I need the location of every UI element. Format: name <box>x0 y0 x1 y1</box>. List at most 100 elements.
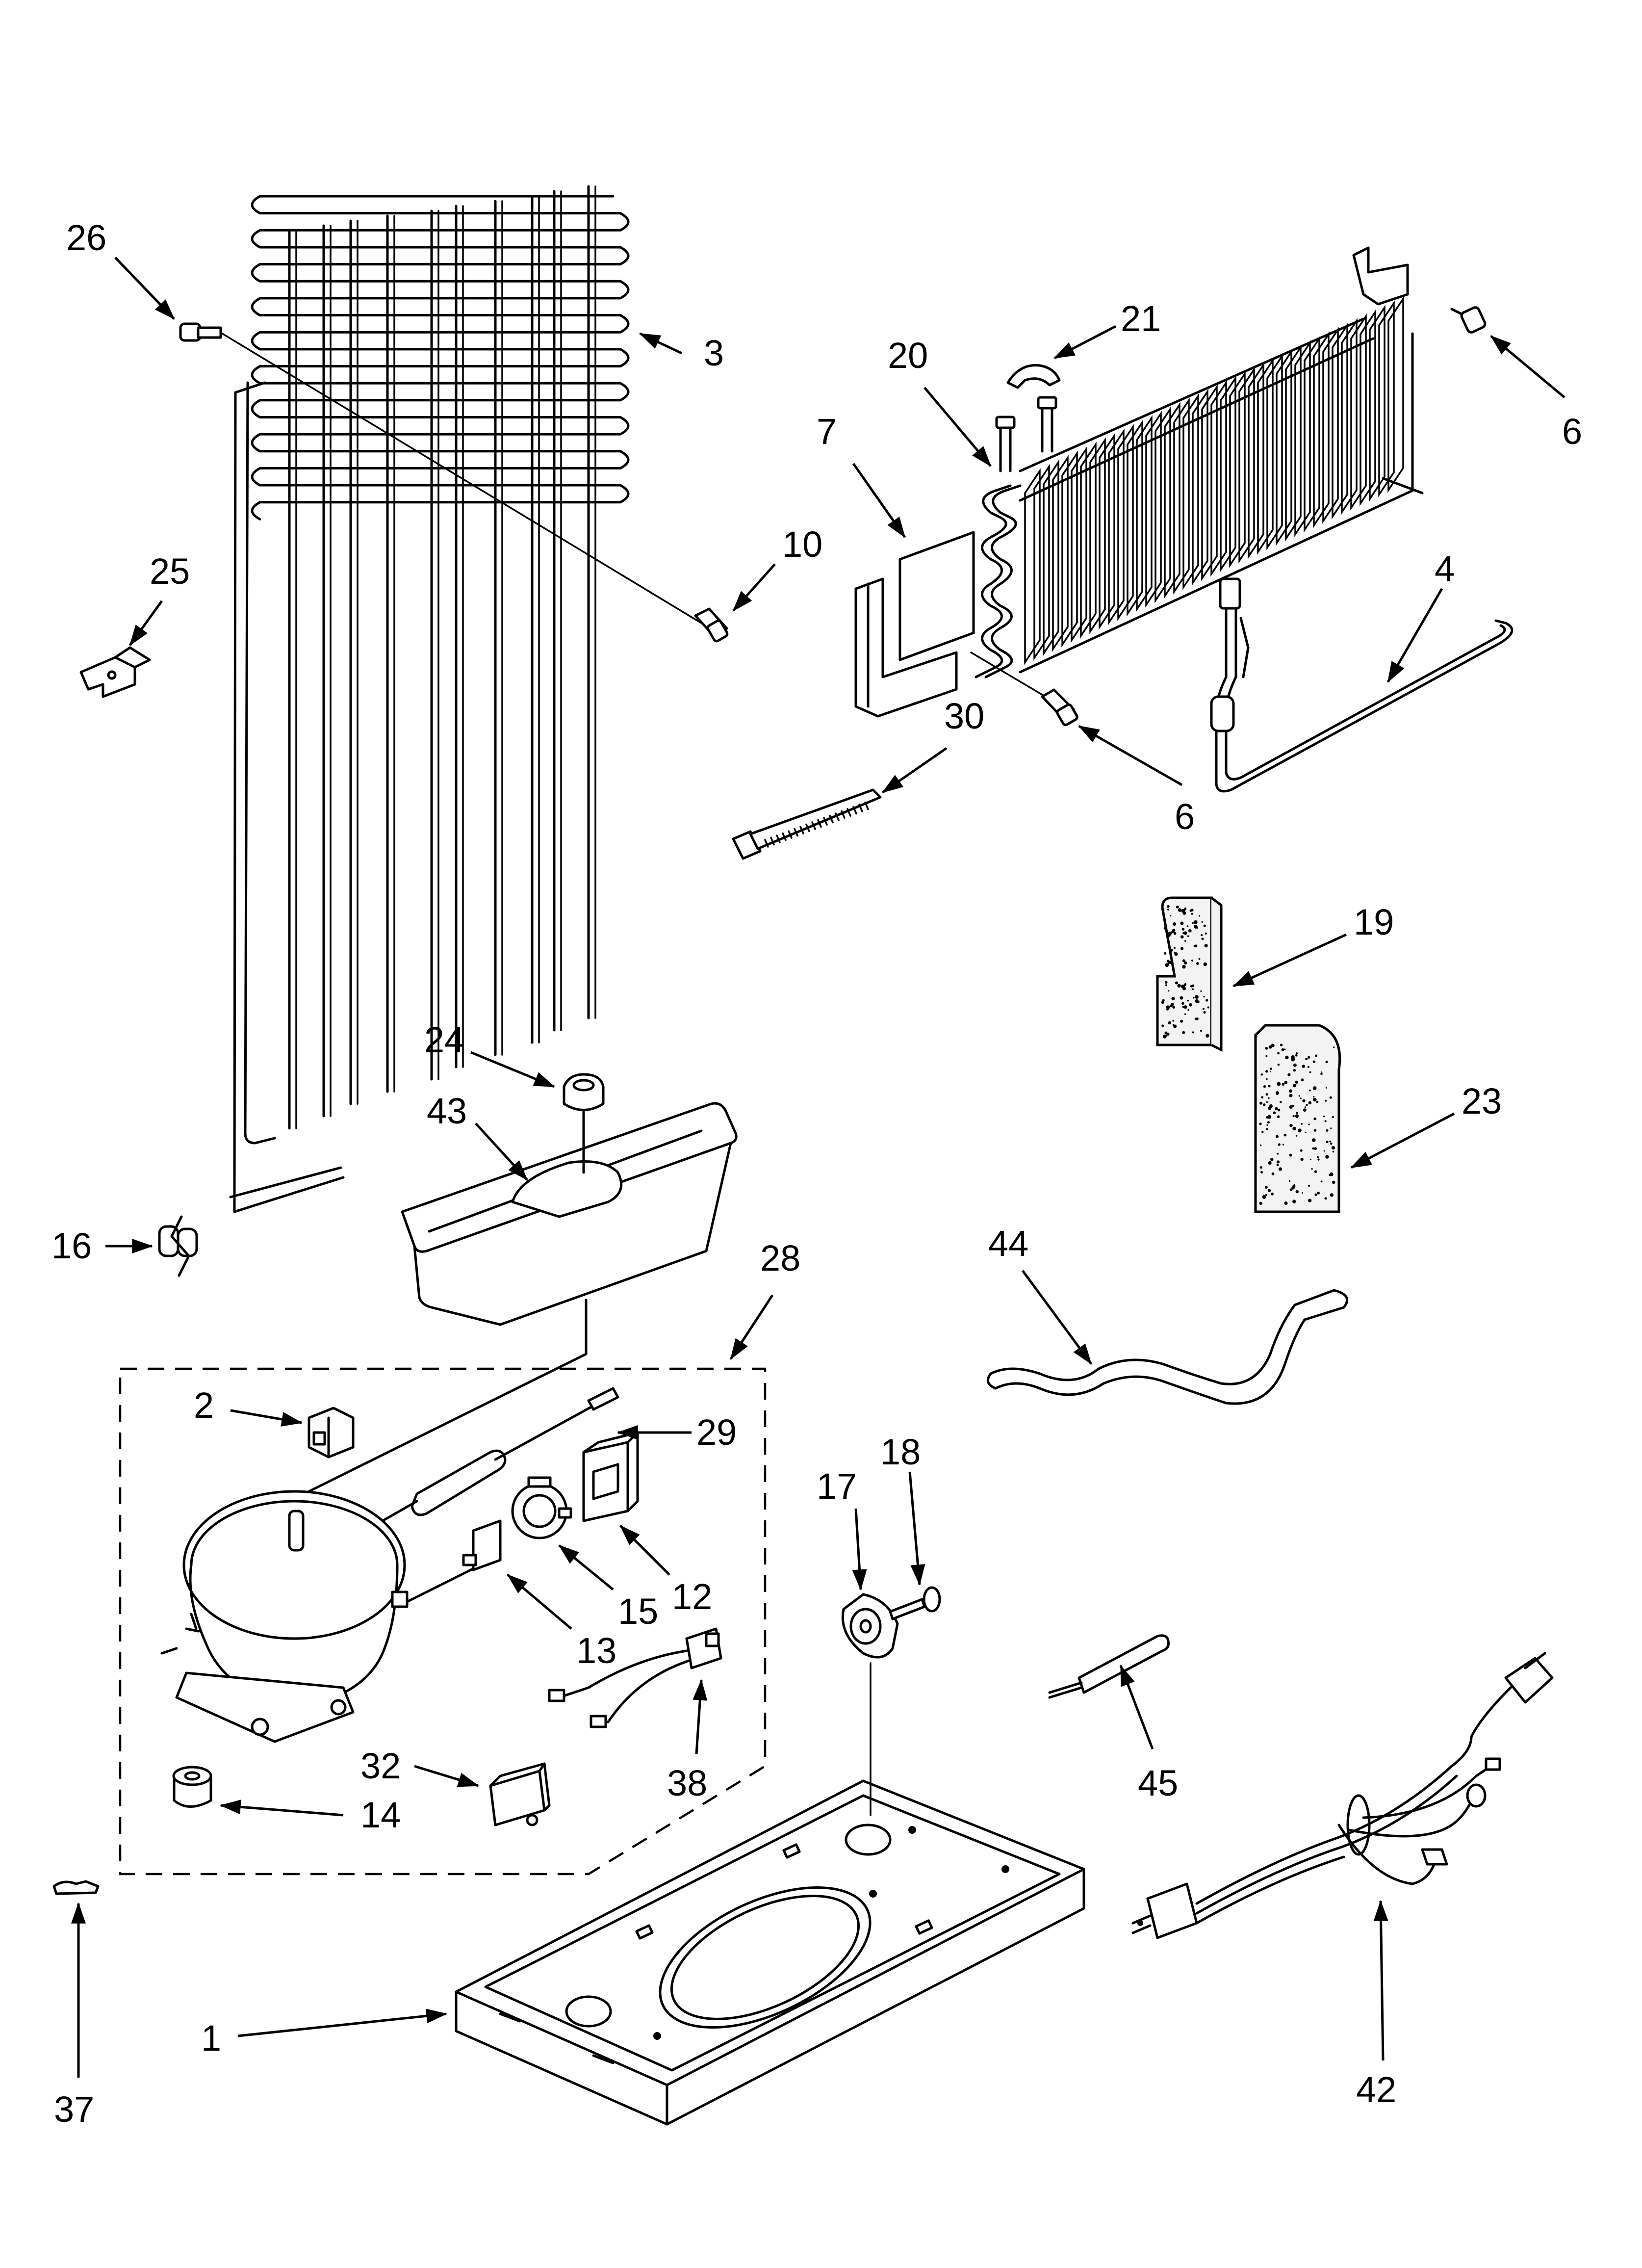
foam-texture-dot <box>1193 920 1198 924</box>
bracket-25-part[interactable] <box>79 646 151 698</box>
foam-texture-dot <box>1265 1194 1267 1196</box>
foam-texture-dot <box>1191 912 1193 915</box>
callout-17: 17 <box>817 1466 857 1507</box>
insulation-19-part[interactable] <box>1156 896 1223 1052</box>
foam-texture-dot <box>1320 1180 1323 1183</box>
tie-tooth <box>776 834 781 843</box>
screw-6-bottom-part[interactable] <box>970 652 1078 727</box>
foam-texture-dot <box>1325 1087 1327 1089</box>
foam-texture-dot <box>1270 1158 1274 1161</box>
foam-texture-dot <box>1194 925 1198 929</box>
callout-32: 32 <box>360 1746 401 1786</box>
capacitor-32-part[interactable] <box>489 1762 551 1826</box>
foam-texture-dot <box>1259 1144 1262 1147</box>
foam-texture-dot <box>1293 1069 1296 1072</box>
screw-26-part[interactable] <box>179 322 702 624</box>
foam-texture-dot <box>1265 1047 1268 1050</box>
callout-19: 19 <box>1354 902 1394 942</box>
foam-texture-dot <box>1308 1199 1312 1202</box>
callout-16: 16 <box>51 1225 92 1266</box>
tube-45-part[interactable] <box>1048 1634 1170 1699</box>
evaporator-fin <box>1099 433 1115 630</box>
foam-texture-dot <box>1260 1073 1263 1076</box>
defrost-heater-4-part[interactable] <box>1210 577 1514 793</box>
foam-texture-dot <box>1184 1013 1186 1016</box>
tie-tooth <box>817 819 822 828</box>
foam-texture-dot <box>1305 1058 1308 1060</box>
foam-texture-dot <box>1268 1161 1272 1165</box>
foam-texture-dot <box>1300 1157 1304 1161</box>
callout-1: 1 <box>201 2018 221 2059</box>
callout-23: 23 <box>1462 1081 1502 1121</box>
screw-10-part[interactable] <box>694 607 729 643</box>
foam-texture-dot <box>1280 1043 1283 1046</box>
callout-45: 45 <box>1138 1763 1178 1803</box>
wire-harness-38-part[interactable] <box>548 1627 722 1728</box>
foam-texture-dot <box>1312 1086 1317 1090</box>
overload-13-part[interactable] <box>462 1519 502 1571</box>
foam-texture-dot <box>1285 1055 1289 1060</box>
foam-texture-dot <box>1192 922 1194 924</box>
evaporator-fin <box>1052 455 1069 652</box>
clip-16-part[interactable] <box>158 1215 198 1277</box>
foam-texture-dot <box>1331 1146 1335 1150</box>
foam-texture-dot <box>1289 1094 1293 1097</box>
clip-21-part[interactable] <box>1006 364 1061 389</box>
foam-texture-dot <box>1265 1093 1268 1096</box>
foam-texture-dot <box>1199 915 1201 917</box>
foam-texture-dot <box>1201 921 1203 923</box>
screw-6-top-part[interactable] <box>1450 306 1487 334</box>
relay-2-part[interactable] <box>308 1407 355 1459</box>
base-pan-1-part[interactable] <box>455 1779 1085 2126</box>
foam-texture-dot <box>1268 1097 1270 1099</box>
insulation-23-part[interactable] <box>1254 1024 1341 1213</box>
callout-2: 2 <box>194 1385 214 1426</box>
filter-drier-29-part[interactable] <box>381 1387 619 1522</box>
callout-37: 37 <box>54 2089 94 2130</box>
clip-37-part[interactable] <box>52 1880 100 1895</box>
foam-texture-dot <box>1264 1186 1268 1189</box>
evaporator-fin <box>1071 446 1087 643</box>
foam-texture-dot <box>1308 1089 1311 1092</box>
drain-pan-43-part[interactable] <box>401 1102 738 1326</box>
cable-tie-30-part[interactable] <box>732 788 882 860</box>
ferrule-24-part[interactable] <box>563 1073 605 1111</box>
foam-texture-dot <box>1168 931 1172 936</box>
foam-texture-dot <box>1166 1032 1170 1036</box>
foam-texture-dot <box>1165 981 1168 984</box>
foam-texture-dot <box>1301 1122 1303 1125</box>
grommet-17-part[interactable] <box>841 1593 899 1659</box>
foam-texture-dot <box>1329 1096 1332 1099</box>
foam-texture-dot <box>1330 1127 1332 1129</box>
foam-texture-dot <box>1182 932 1185 935</box>
relay-cover-12-part[interactable] <box>582 1431 639 1522</box>
power-cord-42-part[interactable] <box>1131 1652 1554 1939</box>
foam-texture-dot <box>1174 947 1176 949</box>
callout-25: 25 <box>150 551 190 592</box>
evaporator-fin <box>1192 389 1208 586</box>
condenser-coil[interactable] <box>229 185 630 1213</box>
foam-texture-dot <box>1263 1103 1266 1106</box>
callout-44: 44 <box>988 1223 1028 1264</box>
foam-texture-dot <box>1171 1003 1174 1006</box>
foam-texture-dot <box>1309 1158 1311 1160</box>
foam-texture-dot <box>1168 990 1170 992</box>
foam-texture-dot <box>1162 999 1165 1002</box>
relay-15-part[interactable] <box>511 1476 572 1539</box>
foam-texture-dot <box>1267 1115 1272 1119</box>
bolt-18-part[interactable] <box>889 1586 941 1620</box>
callout-29: 29 <box>696 1412 737 1453</box>
evaporator-assembly[interactable] <box>854 246 1424 718</box>
foam-texture-dot <box>1203 962 1207 966</box>
grommet-14-part[interactable] <box>172 1766 212 1808</box>
foam-texture-dot <box>1267 1189 1271 1192</box>
foam-texture-dot <box>1325 1155 1329 1159</box>
foam-texture-dot <box>1259 1166 1262 1169</box>
foam-texture-dot <box>1266 1116 1269 1119</box>
compressor-part[interactable] <box>160 1490 492 1743</box>
drain-tube-44-part[interactable] <box>986 1289 1349 1405</box>
foam-texture-dot <box>1172 1006 1175 1009</box>
foam-texture-dot <box>1313 1117 1317 1121</box>
foam-texture-dot <box>1324 1197 1327 1200</box>
foam-texture-dot <box>1261 1131 1264 1133</box>
